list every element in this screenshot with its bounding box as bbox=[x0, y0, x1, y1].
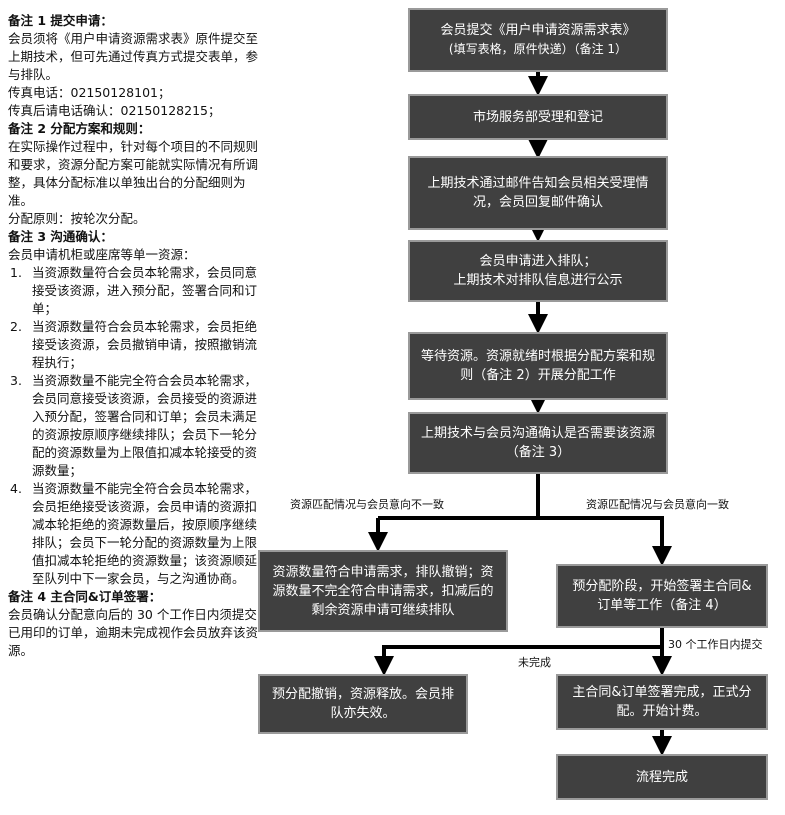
flow-step-confirm: 上期技术与会员沟通确认是否需要该资源（备注 3） bbox=[408, 412, 668, 474]
note4-title: 备注 4 主合同&订单签署： bbox=[8, 589, 162, 604]
note3-item-num: 2. bbox=[10, 319, 22, 334]
note1-title: 备注 1 提交申请： bbox=[8, 13, 113, 28]
flow-step-pre-allocate-revoked: 预分配撤销，资源释放。会员排队亦失效。 bbox=[258, 674, 468, 734]
note3-item: 3. 当资源数量不能完全符合会员本轮需求，会员同意接受该资源，会员接受的资源进入预… bbox=[8, 372, 260, 480]
note3-item-num: 4. bbox=[10, 481, 22, 496]
note3-item: 1. 当资源数量符合会员本轮需求，会员同意接受该资源，进入预分配，签署合同和订单； bbox=[8, 264, 260, 318]
arrow-incomplete bbox=[374, 645, 662, 676]
note3-item: 2. 当资源数量符合会员本轮需求，会员拒绝接受该资源，会员撤销申请，按照撤销流程执… bbox=[8, 318, 260, 372]
flow-step-revoke-queue: 资源数量符合申请需求，排队撤销；资源数量不完全符合申请需求，扣减后的剩余资源申请… bbox=[258, 550, 508, 632]
note2-title: 备注 2 分配方案和规则： bbox=[8, 121, 151, 136]
flow-step-contract-signed: 主合同&订单签署完成，正式分配。开始计费。 bbox=[556, 674, 768, 730]
notes-panel: 备注 1 提交申请： 会员须将《用户申请资源需求表》原件提交至上期技术，但可先通… bbox=[8, 12, 260, 660]
note3-intro: 会员申请机柜或座席等单一资源： bbox=[8, 247, 196, 262]
flow-step-wait-resource: 等待资源。资源就绪时根据分配方案和规则（备注 2）开展分配工作 bbox=[408, 332, 668, 400]
label-within-30-days: 30 个工作日内提交 bbox=[668, 638, 763, 651]
note3-item-text: 当资源数量符合会员本轮需求，会员拒绝接受该资源，会员撤销申请，按照撤销流程执行； bbox=[32, 319, 258, 370]
note3-list: 1. 当资源数量符合会员本轮需求，会员同意接受该资源，进入预分配，签署合同和订单；… bbox=[8, 264, 260, 588]
note3-item-text: 当资源数量不能完全符合会员本轮需求，会员拒绝接受该资源，会员申请的资源扣减本轮拒… bbox=[32, 481, 258, 586]
note1-line: 传真后请电话确认：02150128215； bbox=[8, 103, 221, 118]
flow-step-email-notify: 上期技术通过邮件告知会员相关受理情况，会员回复邮件确认 bbox=[408, 156, 668, 230]
flow-step-submit: 会员提交《用户申请资源需求表》 (填写表格，原件快递）（备注 1） bbox=[408, 8, 668, 72]
flow-step-complete: 流程完成 bbox=[556, 754, 768, 800]
flow-step-submit-line2: (填写表格，原件快递）（备注 1） bbox=[448, 42, 628, 56]
note2-line: 分配原则：按轮次分配。 bbox=[8, 211, 146, 226]
flow-step-queue: 会员申请进入排队； 上期技术对排队信息进行公示 bbox=[408, 240, 668, 302]
label-mismatch: 资源匹配情况与会员意向不一致 bbox=[290, 498, 444, 511]
flow-step-queue-line2: 上期技术对排队信息进行公示 bbox=[453, 273, 623, 288]
note2-line: 在实际操作过程中，针对每个项目的不同规则和要求，资源分配方案可能就实际情况有所调… bbox=[8, 139, 259, 208]
flow-step-register: 市场服务部受理和登记 bbox=[408, 94, 668, 140]
flow-step-submit-line1: 会员提交《用户申请资源需求表》 bbox=[440, 23, 636, 38]
label-match: 资源匹配情况与会员意向一致 bbox=[586, 498, 729, 511]
flow-step-queue-line1: 会员申请进入排队； bbox=[479, 254, 597, 269]
note3-item-text: 当资源数量符合会员本轮需求，会员同意接受该资源，进入预分配，签署合同和订单； bbox=[32, 265, 258, 316]
note1-line: 传真电话：02150128101； bbox=[8, 85, 171, 100]
label-incomplete: 未完成 bbox=[518, 656, 551, 669]
note3-item-num: 3. bbox=[10, 373, 22, 388]
note3-title: 备注 3 沟通确认： bbox=[8, 229, 113, 244]
flow-step-pre-allocate: 预分配阶段，开始签署主合同&订单等工作（备注 4） bbox=[556, 564, 768, 628]
note3-item-text: 当资源数量不能完全符合会员本轮需求，会员同意接受该资源，会员接受的资源进入预分配… bbox=[32, 373, 258, 478]
note4-line: 会员确认分配意向后的 30 个工作日内须提交已用印的订单，逾期未完成视作会员放弃… bbox=[8, 607, 259, 658]
branch-to-right bbox=[538, 516, 672, 566]
note3-item: 4. 当资源数量不能完全符合会员本轮需求，会员拒绝接受该资源，会员申请的资源扣减本… bbox=[8, 480, 260, 588]
note3-item-num: 1. bbox=[10, 265, 22, 280]
note1-line: 会员须将《用户申请资源需求表》原件提交至上期技术，但可先通过传真方式提交表单，参… bbox=[8, 31, 259, 82]
